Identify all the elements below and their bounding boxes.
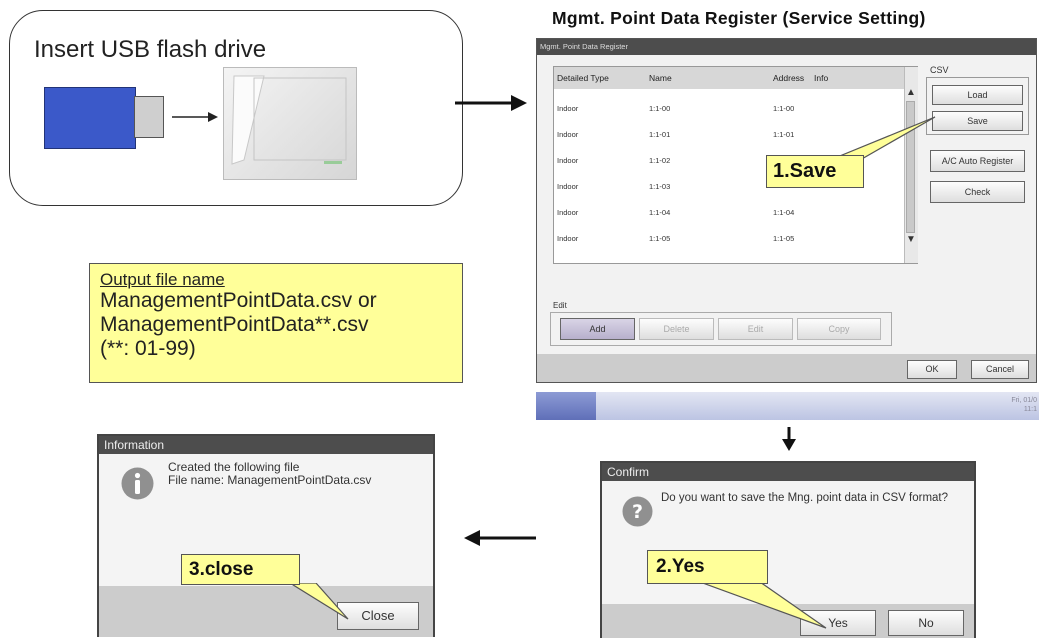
- dialog-titlebar: Information: [99, 436, 433, 454]
- edit-group: [550, 312, 892, 346]
- output-file-line: ManagementPointData**.csv: [100, 313, 369, 336]
- yes-callout: 2.Yes: [647, 550, 768, 584]
- save-callout: 1.Save: [766, 155, 864, 188]
- ok-button[interactable]: OK: [907, 360, 957, 379]
- taskbar-date: Fri, 01/0: [1011, 397, 1037, 404]
- cell-type: Indoor: [557, 182, 579, 191]
- output-file-note: Output file name ManagementPointData.csv…: [89, 263, 463, 383]
- taskbar-menu-icon[interactable]: [536, 392, 596, 420]
- window-footer: [537, 354, 1036, 382]
- cell-address: 1:1-05: [773, 234, 795, 243]
- edit-group-label: Edit: [553, 301, 567, 310]
- device-screen-icon: [231, 75, 347, 165]
- controller-device-image: [223, 67, 357, 180]
- information-dialog: Information Created the following file F…: [97, 434, 435, 637]
- dialog-titlebar: Confirm: [602, 463, 974, 481]
- taskbar-clock: Fri, 01/0 11:1: [1011, 396, 1037, 414]
- ac-auto-register-button[interactable]: A/C Auto Register: [930, 150, 1025, 172]
- info-icon: [121, 467, 154, 500]
- cell-type: Indoor: [557, 130, 579, 139]
- cancel-button[interactable]: Cancel: [971, 360, 1029, 379]
- cell-type: Indoor: [557, 104, 579, 113]
- save-button[interactable]: Save: [932, 111, 1023, 131]
- svg-text:?: ?: [632, 501, 643, 523]
- cell-address: 1:1-01: [773, 130, 795, 139]
- csv-group: [926, 77, 1029, 135]
- info-line: File name: ManagementPointData.csv: [168, 473, 372, 487]
- scroll-up-icon[interactable]: ▲: [906, 87, 916, 98]
- window-titlebar: Mgmt. Point Data Register: [537, 39, 1036, 55]
- table-row[interactable]: Indoor 1:1-03: [554, 182, 904, 208]
- arrow-left-icon: [464, 530, 536, 546]
- table-row[interactable]: Indoor 1:1-01 1:1-01: [554, 130, 904, 156]
- confirm-message: Do you want to save the Mng. point data …: [661, 492, 949, 504]
- scrollbar-thumb[interactable]: [906, 101, 915, 233]
- no-button[interactable]: No: [888, 610, 964, 636]
- usb-drive-body: [44, 87, 136, 149]
- add-button[interactable]: Add: [560, 318, 635, 340]
- info-message: Created the following file File name: Ma…: [168, 461, 371, 487]
- taskbar: Fri, 01/0 11:1: [536, 392, 1039, 420]
- taskbar-time: 11:1: [1023, 406, 1037, 413]
- output-file-line: ManagementPointData.csv or: [100, 289, 377, 312]
- edit-button[interactable]: Edit: [718, 318, 793, 340]
- cell-type: Indoor: [557, 234, 579, 243]
- callout-pointer: [290, 583, 349, 620]
- table-row[interactable]: Indoor 1:1-00 1:1-00: [554, 104, 904, 130]
- cell-name: 1:1-03: [649, 182, 671, 191]
- cell-address: 1:1-04: [773, 208, 795, 217]
- cell-address: 1:1-00: [773, 104, 795, 113]
- close-callout: 3.close: [181, 554, 300, 585]
- csv-group-label: CSV: [930, 65, 949, 75]
- yes-button[interactable]: Yes: [800, 610, 876, 636]
- confirm-dialog: Confirm ? Do you want to save the Mng. p…: [600, 461, 976, 638]
- scroll-down-icon[interactable]: ▼: [906, 234, 916, 245]
- arrow-right-icon: [172, 112, 218, 122]
- usb-instruction-title: Insert USB flash drive: [34, 36, 267, 63]
- main-window-heading: Mgmt. Point Data Register (Service Setti…: [552, 8, 926, 28]
- delete-button[interactable]: Delete: [639, 318, 714, 340]
- cell-name: 1:1-00: [649, 104, 671, 113]
- cell-type: Indoor: [557, 156, 579, 165]
- cell-type: Indoor: [557, 208, 579, 217]
- column-header[interactable]: Detailed Type: [557, 73, 609, 83]
- table-row[interactable]: Indoor 1:1-02: [554, 156, 904, 182]
- info-line: Created the following file: [168, 460, 300, 474]
- table-row[interactable]: Indoor 1:1-05 1:1-05: [554, 234, 904, 260]
- table-row[interactable]: Indoor 1:1-04 1:1-04: [554, 208, 904, 234]
- question-icon: ?: [622, 496, 653, 527]
- usb-drive-plug: [134, 96, 164, 138]
- output-file-label: Output file name: [100, 270, 225, 289]
- cell-name: 1:1-02: [649, 156, 671, 165]
- copy-button[interactable]: Copy: [797, 318, 881, 340]
- column-header[interactable]: Name: [649, 73, 672, 83]
- callout-pointer: [700, 582, 827, 629]
- table-header: Detailed Type Name Address Info: [554, 67, 904, 89]
- output-file-line: (**: 01-99): [100, 337, 196, 360]
- cell-name: 1:1-01: [649, 130, 671, 139]
- cell-name: 1:1-04: [649, 208, 671, 217]
- column-header[interactable]: Info: [814, 73, 829, 83]
- load-button[interactable]: Load: [932, 85, 1023, 105]
- check-button[interactable]: Check: [930, 181, 1025, 203]
- column-header[interactable]: Address: [773, 73, 805, 83]
- arrow-down-icon: [782, 427, 796, 451]
- close-button[interactable]: Close: [337, 602, 419, 630]
- mgmt-point-window: Mgmt. Point Data Register Detailed Type …: [536, 38, 1037, 383]
- cell-name: 1:1-05: [649, 234, 671, 243]
- arrow-right-icon: [455, 95, 527, 111]
